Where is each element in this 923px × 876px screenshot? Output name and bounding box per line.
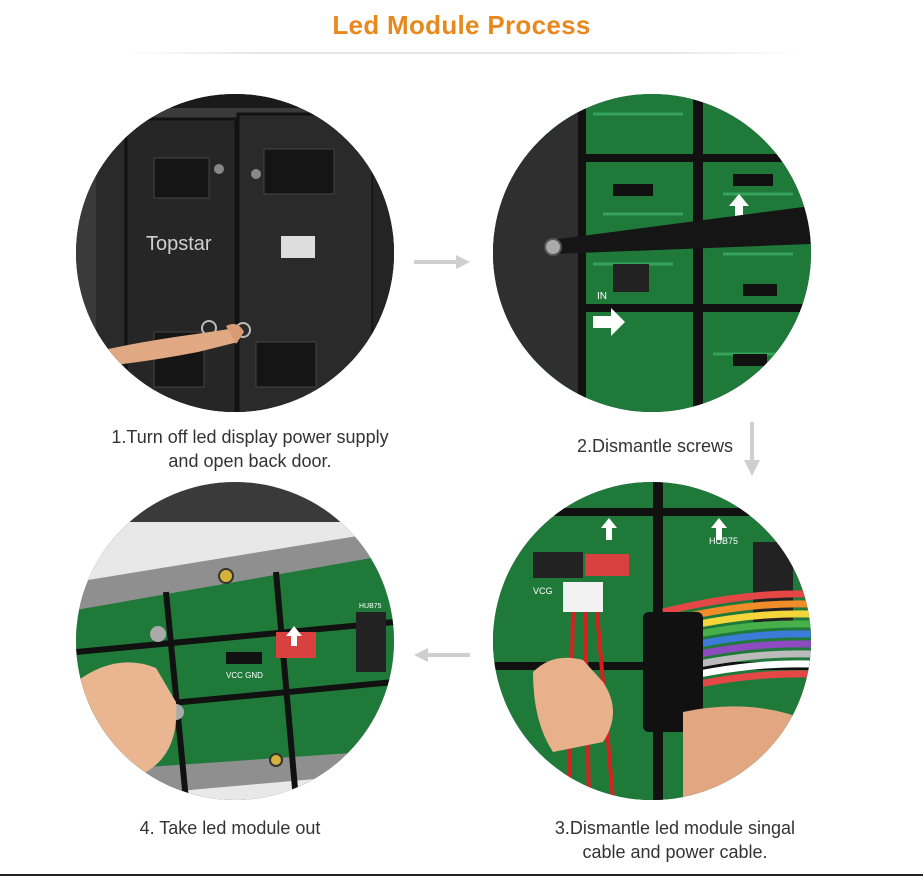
step-2-caption: 2.Dismantle screws xyxy=(490,434,820,458)
page-title: Led Module Process xyxy=(332,10,591,40)
cabinet-back-door-illustration: Topstar xyxy=(76,94,394,412)
dismantle-cables-illustration: HUB75 VCG xyxy=(493,482,811,800)
step-4-photo: VCC GND HUB75 xyxy=(76,482,394,800)
step-2-caption-line-1: 2.Dismantle screws xyxy=(576,436,734,456)
step-1-caption-line-1: 1.Turn off led display power supply xyxy=(111,427,389,447)
arrow-right-icon xyxy=(414,255,470,269)
bottom-divider xyxy=(0,874,923,876)
in-board-label: IN xyxy=(597,291,607,302)
step-3-caption: 3.Dismantle led module singal cable and … xyxy=(465,816,885,864)
vcg-label: VCG xyxy=(533,586,553,596)
take-module-out-illustration: VCC GND HUB75 xyxy=(76,482,394,800)
step-1-caption: 1.Turn off led display power supply and … xyxy=(40,425,460,473)
step-4-caption: 4. Take led module out xyxy=(40,816,420,840)
step-1-caption-line-2: and open back door. xyxy=(168,451,332,471)
dismantle-screws-illustration: IN xyxy=(493,94,811,412)
arrow-left-icon xyxy=(414,648,470,662)
step-3-caption-line-1: 3.Dismantle led module singal xyxy=(554,818,796,838)
step-1-photo: Topstar xyxy=(76,94,394,412)
step-3-caption-line-2: cable and power cable. xyxy=(582,842,768,862)
step-4-caption-line-1: 4. Take led module out xyxy=(139,818,321,838)
step-3-photo: HUB75 VCG xyxy=(493,482,811,800)
hub75-label: HUB75 xyxy=(709,536,738,546)
step-2-photo: IN xyxy=(493,94,811,412)
hub75-label: HUB75 xyxy=(359,603,382,610)
vcc-gnd-label: VCC GND xyxy=(226,671,263,680)
topstar-brand-label: Topstar xyxy=(146,233,212,255)
title-divider xyxy=(120,52,803,54)
arrow-down-icon xyxy=(744,422,760,476)
